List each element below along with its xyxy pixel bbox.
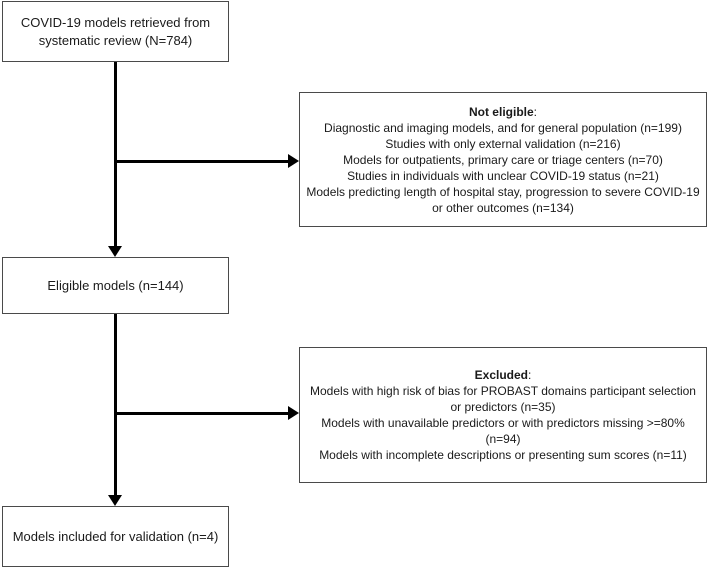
box-not-eligible: Not eligible: Diagnostic and imaging mod…	[299, 92, 707, 227]
arrowhead-right-not-eligible-icon	[288, 154, 299, 168]
connector-branch-excluded	[114, 412, 289, 415]
not-eligible-title-colon: :	[533, 104, 537, 119]
eligible-models-label: Eligible models (n=144)	[47, 277, 184, 293]
excluded-title: Excluded:	[475, 367, 532, 383]
not-eligible-title: Not eligible:	[469, 104, 537, 120]
arrowhead-down-eligible-icon	[108, 246, 122, 257]
retrieved-models-line-2: systematic review (N=784)	[38, 32, 193, 48]
not-eligible-title-text: Not eligible	[468, 104, 534, 119]
connector-retrieved-to-eligible	[114, 62, 117, 247]
not-eligible-item: Studies with only external validation (n…	[385, 136, 621, 151]
not-eligible-item: Studies in individuals with unclear COVI…	[347, 168, 659, 183]
retrieved-models-line-1: COVID-19 models retrieved from	[20, 14, 211, 30]
arrowhead-right-excluded-icon	[288, 406, 299, 420]
excluded-item: Models with incomplete descriptions or p…	[319, 448, 687, 462]
arrowhead-down-included-icon	[108, 495, 122, 506]
box-excluded: Excluded: Models with high risk of bias …	[299, 347, 707, 483]
excluded-item: Models with high risk of bias for PROBAS…	[310, 384, 696, 414]
excluded-title-text: Excluded	[474, 368, 528, 382]
included-models-label: Models included for validation (n=4)	[12, 528, 219, 544]
not-eligible-item: Models predicting length of hospital sta…	[306, 184, 700, 215]
excluded-item: Models with unavailable predictors or wi…	[321, 416, 685, 446]
connector-eligible-to-included	[114, 314, 117, 496]
box-retrieved-models: COVID-19 models retrieved from systemati…	[2, 1, 229, 62]
excluded-title-colon: :	[528, 368, 532, 382]
not-eligible-item: Diagnostic and imaging models, and for g…	[324, 120, 682, 135]
box-eligible-models: Eligible models (n=144)	[2, 257, 229, 314]
box-included-models: Models included for validation (n=4)	[2, 506, 229, 567]
connector-branch-not-eligible	[114, 160, 289, 163]
not-eligible-item: Models for outpatients, primary care or …	[343, 152, 663, 167]
